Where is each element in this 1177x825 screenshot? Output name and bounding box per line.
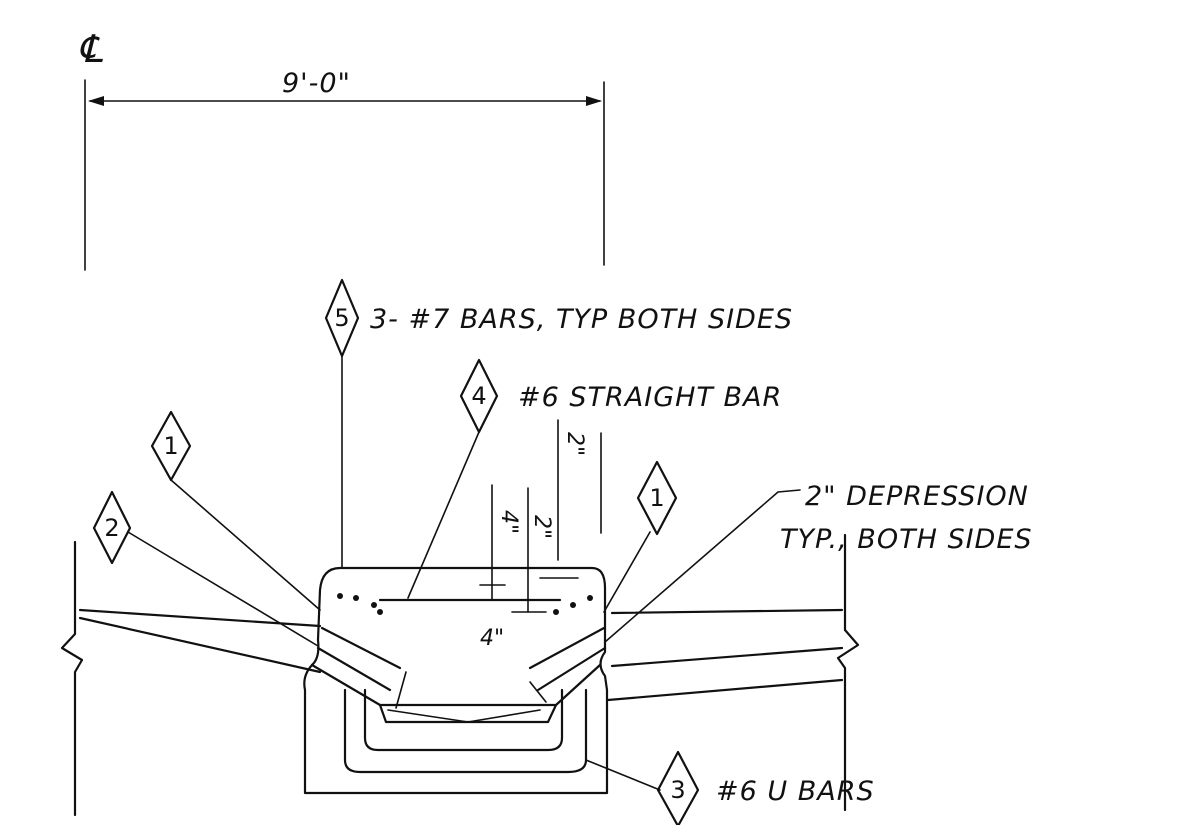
callout-1-left: 1 [150, 410, 321, 611]
depression-note-line1: 2" DEPRESSION [805, 481, 1029, 512]
callout-3-number: 3 [670, 776, 685, 804]
callout-4: 4 #6 STRAIGHT BAR [407, 358, 782, 599]
callout-5: 5 3- #7 BARS, TYP BOTH SIDES [324, 278, 793, 569]
top-dimension: 9'-0" [84, 68, 605, 271]
callout-1-right-number: 1 [649, 484, 664, 512]
joint-block [303, 566, 609, 795]
depression-note-line2: TYP., BOTH SIDES [780, 524, 1033, 555]
callout-2: 2 [92, 490, 319, 647]
callout-3: 3 #6 U BARS [585, 750, 875, 825]
dim-2in-vertical: 2" [529, 515, 554, 539]
callout-4-number: 4 [471, 382, 486, 410]
callout-1-right: 1 [603, 460, 678, 613]
callout-4-text: #6 STRAIGHT BAR [518, 382, 782, 413]
top-dimension-label: 9'-0" [282, 68, 351, 99]
callout-3-text: #6 U BARS [716, 776, 875, 807]
callout-1-left-number: 1 [163, 432, 178, 460]
dim-4in-bottom: 4" [480, 626, 504, 651]
callout-5-number: 5 [334, 304, 349, 332]
callout-2-number: 2 [104, 514, 119, 542]
dim-4in-vertical: 4" [496, 510, 521, 534]
dim-2in-vertical-top: 2" [562, 432, 587, 456]
centerline-symbol: ℄ [78, 27, 103, 71]
callout-5-text: 3- #7 BARS, TYP BOTH SIDES [370, 304, 793, 335]
depression-note: 2" DEPRESSION TYP., BOTH SIDES [604, 481, 1033, 643]
deck-slab [60, 533, 860, 817]
